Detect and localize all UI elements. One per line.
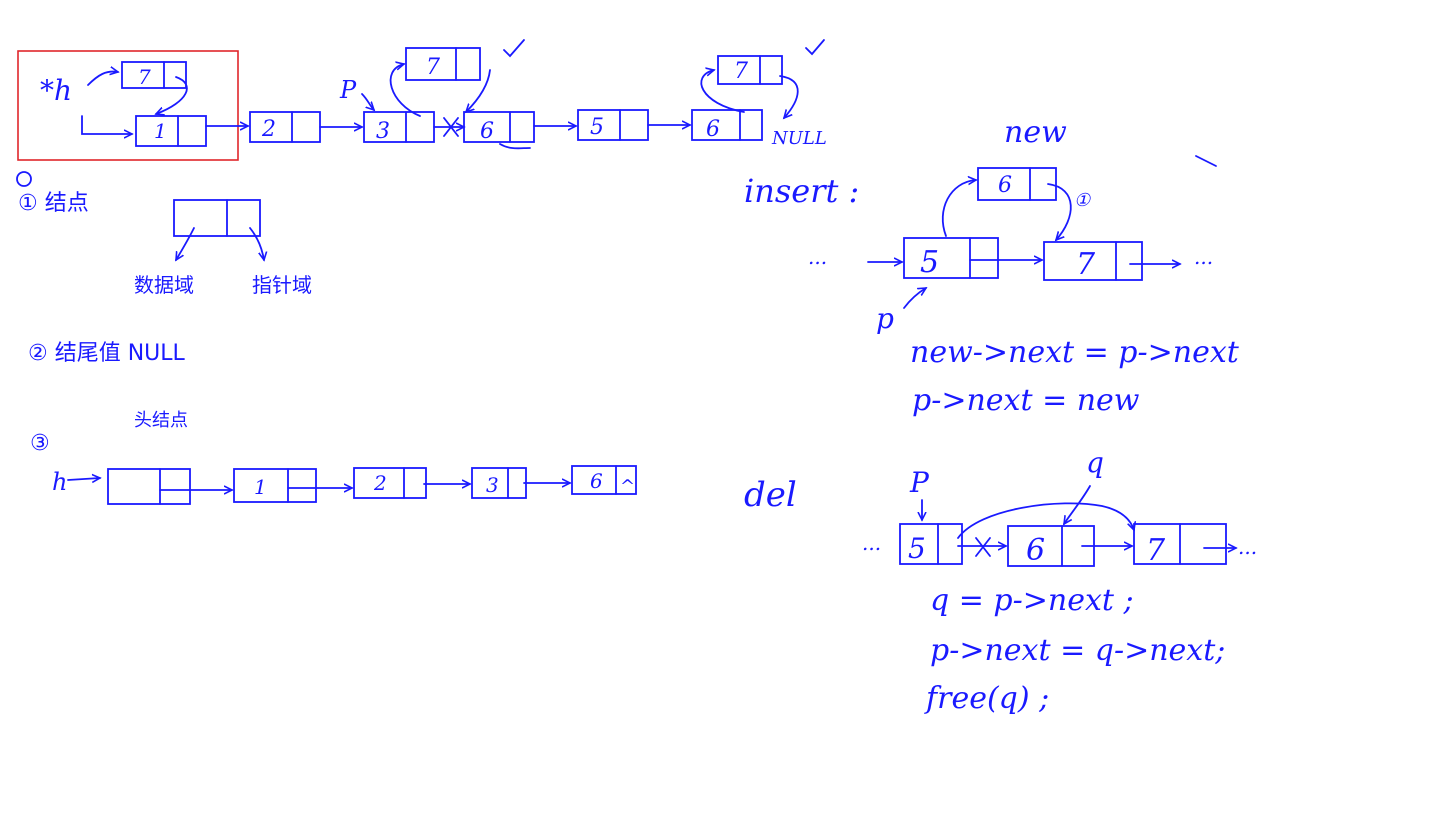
insert-a-arrow-in [389,64,421,117]
list2-node-4 [571,465,637,495]
note3-label: 头结点 [134,410,188,431]
list1-inserted-node-b [717,55,783,85]
del-code-line2: p->next = q->next; [930,633,1225,668]
insert-new-node-value: 6 [998,173,1012,198]
insert-code-line2: p->next = new [912,383,1140,418]
note1-text: ① 结点 [18,191,89,216]
del-q-pointer-arrow [1064,485,1091,524]
insert-title: insert : [744,172,859,210]
top-node-to-node1-arrow [156,76,188,114]
data-field-arrow [176,227,195,260]
pointer-field-label: 指针域 [252,273,312,297]
list1-null-label: NULL [771,128,827,149]
list2-node-3-value: 3 [486,473,499,497]
insert-right-node-value: 7 [1076,247,1096,282]
head-line-arrow [81,115,132,134]
list1-node-6 [691,109,763,141]
list1-head-label: *h [40,74,72,107]
p-pointer-arrow [361,93,374,110]
del-p-label: P [909,466,930,499]
list1-node-2-value: 2 [261,117,276,142]
head-pointer-arrow [87,72,118,86]
list2-node-1-value: 1 [254,475,267,499]
del-cross-mark [975,537,991,557]
list1-node-6-value: 6 [706,117,720,142]
insert-p-to-new-arrow [941,180,976,237]
list1-node-5-value: 5 [590,115,604,140]
insert-code-line1: new->next = p->next [910,335,1240,370]
insert-right-node [1043,241,1143,281]
list1-inserted-node-a [405,47,481,81]
insert-new-to-right-arrow [1047,183,1072,240]
note3-mark: ③ [30,431,50,456]
list1-p-label: P [339,76,357,104]
list1-node-1-value: 1 [154,119,167,143]
list1-inserted-a-value: 7 [426,55,440,80]
note1-circle [16,171,32,187]
del-dots-right: ... [1238,535,1257,559]
list1-top-node [121,61,187,89]
insert-p-label: p [876,302,894,335]
list1-node-1 [135,115,207,147]
insert-top-stroke [1195,155,1217,167]
list2-node-head [107,468,191,505]
check-mark-1 [503,39,525,58]
data-field-label: 数据域 [134,273,194,297]
pointer-field-arrow [249,227,264,260]
insert-new-label: new [1004,115,1067,150]
list1-node-4-value: 6 [480,119,494,144]
list2-node-4-value: 6 [590,469,603,493]
insert-p-pointer-arrow [903,288,926,309]
del-q-label: q [1086,446,1104,479]
list2-node-2-value: 2 [373,471,387,495]
list1-node-2 [249,111,321,143]
list2-head-arrow [67,478,100,480]
del-node-p [899,523,963,565]
del-title: del [744,475,797,515]
del-code-line1: q = p->next ; [930,583,1134,618]
head-highlight-box [17,50,239,161]
list1-top-node-value: 7 [138,65,151,89]
link-cross-mark [443,117,459,137]
insert-b-arrow-out [779,75,799,118]
insert-dots-right: ... [1194,245,1213,269]
list1-node-4 [463,111,535,143]
insert-dots-left: ... [808,245,827,269]
insert-a-arrow-out [466,69,491,112]
insert-step1-mark: ① [1074,190,1091,211]
del-dots-left: ... [862,531,881,555]
insert-new-node [977,167,1057,201]
list1-node-3 [363,111,435,143]
list2-tail-mark: ^ [620,476,635,497]
del-node-next [1133,523,1227,565]
list1-node-5 [577,109,649,141]
insert-b-arrow-in [700,70,745,113]
del-bypass-arrow [957,502,1134,539]
list2-node-1 [233,468,317,503]
insert-p-node [903,237,999,279]
node4-tail-scribble [499,143,531,150]
list2-node-2 [353,467,427,499]
list2-node-3 [471,467,527,499]
list1-inserted-b-value: 7 [734,59,748,84]
check-mark-2 [805,39,825,56]
insert-left-node-value: 5 [920,245,939,280]
del-node-next-value: 7 [1146,533,1166,568]
list1-node-3-value: 3 [376,119,390,144]
del-node-p-value: 5 [908,532,926,565]
list2-head-label: h [52,468,67,496]
node-structure-diagram [173,199,261,237]
note2-text: ② 结尾值 NULL [28,341,186,366]
del-node-q-value: 6 [1026,533,1045,568]
del-code-line3: free(q) ; [924,681,1049,716]
